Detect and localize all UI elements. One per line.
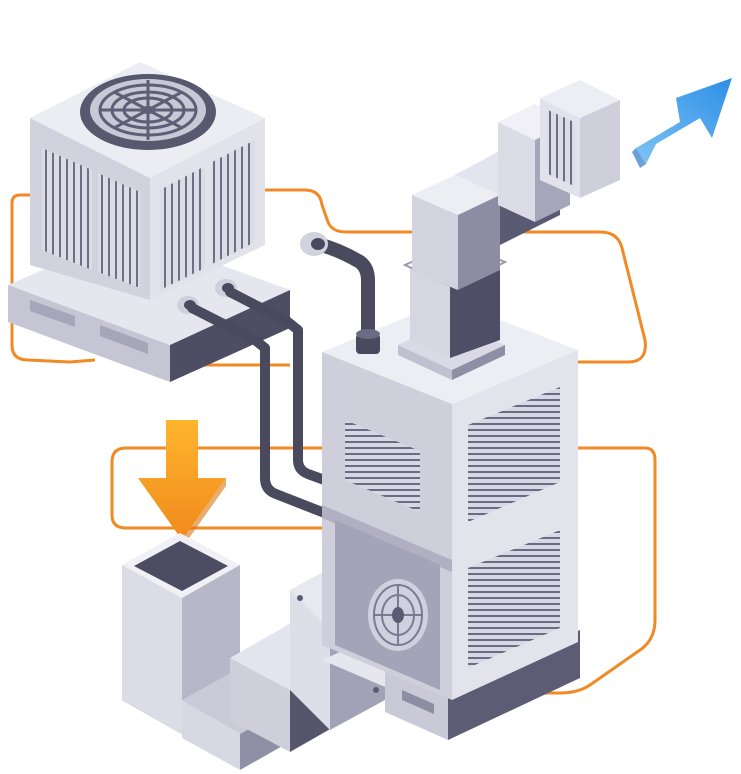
intake-arrow (138, 420, 226, 548)
supply-duct (398, 80, 620, 380)
refrigerant-pipes (187, 287, 335, 517)
exhaust-arrow (632, 78, 732, 168)
vent-pipe (300, 232, 380, 354)
outdoor-condenser-unit (8, 62, 290, 382)
return-air-intake (122, 533, 385, 770)
